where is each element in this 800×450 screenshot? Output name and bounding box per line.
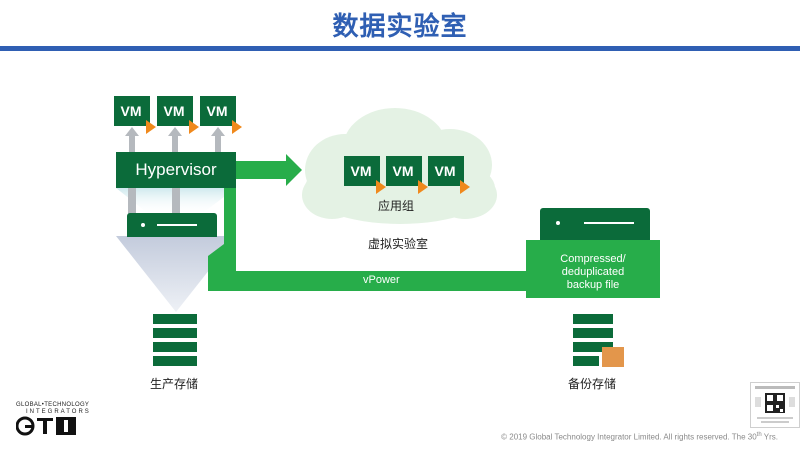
- cloud-app-group-label: 应用组: [378, 199, 415, 213]
- backup-disk-4: [573, 356, 599, 366]
- production-disk-2: [153, 328, 197, 338]
- server-slot: [584, 222, 634, 224]
- up-arrow-head-2: [168, 127, 182, 136]
- server-led: [556, 221, 560, 225]
- up-arrow-3: [215, 135, 221, 152]
- hypervisor-to-cloud-arrow: [236, 154, 302, 186]
- qr-code-icon: [755, 386, 795, 423]
- vpower-connector: [208, 183, 528, 291]
- vm-box-2: VM: [157, 96, 193, 126]
- production-server-icon: [127, 213, 217, 237]
- backup-file-square-icon: [602, 347, 624, 367]
- vm-box-3: VM: [200, 96, 236, 126]
- production-storage-label: 生产存储: [150, 377, 199, 391]
- production-disk-4: [153, 356, 197, 366]
- vm-arrow-icon: [189, 120, 199, 134]
- qr-code-card: [750, 382, 800, 428]
- cloud-vm-1: VM: [344, 156, 380, 186]
- vpower-label: vPower: [363, 274, 400, 286]
- production-disk-1: [153, 314, 197, 324]
- backup-line-1: Compressed/: [560, 253, 626, 265]
- backup-file-box: Compressed/ deduplicated backup file: [526, 240, 660, 298]
- backup-storage-label: 备份存储: [568, 377, 617, 391]
- hypervisor-box: Hypervisor: [116, 152, 236, 188]
- vm-arrow-icon: [460, 180, 470, 194]
- backup-line-3: backup file: [566, 279, 620, 291]
- vm-arrow-icon: [376, 180, 386, 194]
- up-arrow-head-3: [211, 127, 225, 136]
- server-slot: [157, 224, 197, 226]
- backup-server-icon: [540, 208, 650, 240]
- vm-arrow-icon: [146, 120, 156, 134]
- page-title: 数据实验室: [332, 12, 468, 42]
- vm-arrow-icon: [418, 180, 428, 194]
- logo-line-1: GLOBAL•TECHNOLOGY: [16, 402, 90, 408]
- vm-arrow-icon: [232, 120, 242, 134]
- title-rule: [0, 46, 800, 51]
- backup-line-2: deduplicated: [561, 266, 625, 278]
- backup-disk-3: [573, 342, 613, 352]
- backup-disk-1: [573, 314, 613, 324]
- up-arrow-head-1: [125, 127, 139, 136]
- production-disk-3: [153, 342, 197, 352]
- gray-bar-center: [172, 188, 180, 216]
- cloud-vm-3: VM: [428, 156, 464, 186]
- up-arrow-1: [129, 135, 135, 152]
- cloud-vm-2: VM: [386, 156, 422, 186]
- up-arrow-2: [172, 135, 178, 152]
- virtual-lab-label: 虚拟实验室: [368, 237, 429, 251]
- logo-line-2: INTEGRATORS: [26, 409, 91, 415]
- copyright-footer: © 2019 Global Technology Integrator Limi…: [501, 432, 778, 442]
- backup-disk-2: [573, 328, 613, 338]
- storage-funnel: [116, 236, 236, 312]
- gray-bar-left: [128, 188, 136, 236]
- vm-box-1: VM: [114, 96, 150, 126]
- server-led: [141, 223, 145, 227]
- gti-logo-icon: [16, 416, 76, 436]
